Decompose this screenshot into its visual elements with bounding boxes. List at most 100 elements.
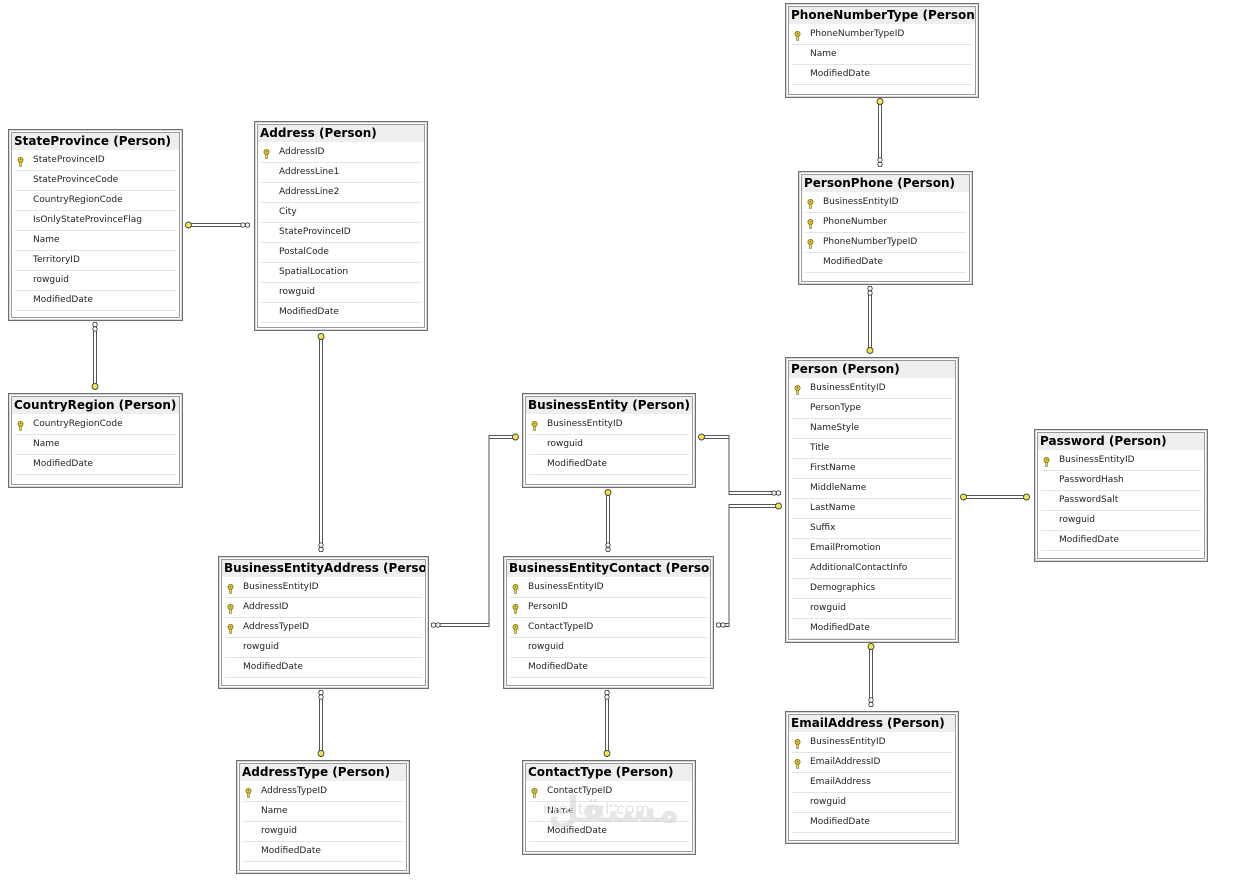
column-row[interactable]: AddressLine1 bbox=[261, 163, 421, 183]
column-row[interactable]: BusinessEntityID bbox=[529, 415, 689, 435]
column-row[interactable]: PhoneNumber bbox=[805, 213, 966, 233]
column-row[interactable]: BusinessEntityID bbox=[792, 379, 952, 399]
column-row[interactable]: Name bbox=[529, 802, 689, 822]
column-name: PhoneNumberTypeID bbox=[823, 237, 918, 247]
column-row[interactable]: LastName bbox=[792, 499, 952, 519]
column-row[interactable]: rowguid bbox=[792, 793, 952, 813]
column-row[interactable]: rowguid bbox=[15, 271, 176, 291]
column-row[interactable]: ContactTypeID bbox=[510, 618, 707, 638]
column-row[interactable]: ModifiedDate bbox=[805, 253, 966, 273]
column-row[interactable]: StateProvinceCode bbox=[15, 171, 176, 191]
column-row[interactable]: NameStyle bbox=[792, 419, 952, 439]
column-row[interactable]: PhoneNumberTypeID bbox=[805, 233, 966, 253]
column-row[interactable]: IsOnlyStateProvinceFlag bbox=[15, 211, 176, 231]
column-row[interactable]: BusinessEntityID bbox=[792, 733, 952, 753]
table-businessentitycontact[interactable]: BusinessEntityContact (Person)BusinessEn… bbox=[503, 556, 714, 689]
column-row[interactable]: ModifiedDate bbox=[792, 65, 972, 85]
table-businessentityaddress[interactable]: BusinessEntityAddress (Person)BusinessEn… bbox=[218, 556, 429, 689]
column-name: ModifiedDate bbox=[810, 623, 870, 633]
table-title: BusinessEntityContact (Person) bbox=[507, 560, 710, 577]
column-row[interactable]: rowguid bbox=[225, 638, 422, 658]
column-row[interactable]: AddressID bbox=[225, 598, 422, 618]
column-row[interactable]: rowguid bbox=[792, 599, 952, 619]
column-row[interactable]: TerritoryID bbox=[15, 251, 176, 271]
column-row[interactable]: AddressID bbox=[261, 143, 421, 163]
column-row[interactable]: EmailAddress bbox=[792, 773, 952, 793]
column-row[interactable]: BusinessEntityID bbox=[510, 578, 707, 598]
column-row[interactable]: BusinessEntityID bbox=[1041, 451, 1201, 471]
column-row[interactable]: Title bbox=[792, 439, 952, 459]
column-name: StateProvinceID bbox=[33, 155, 105, 165]
primary-key-icon bbox=[794, 30, 801, 41]
one-end-marker bbox=[603, 750, 611, 757]
column-row[interactable]: AddressTypeID bbox=[243, 782, 403, 802]
column-row[interactable]: PersonID bbox=[510, 598, 707, 618]
column-row[interactable]: rowguid bbox=[529, 435, 689, 455]
column-row[interactable]: ModifiedDate bbox=[225, 658, 422, 678]
one-end-marker bbox=[960, 493, 967, 501]
column-name: Title bbox=[810, 443, 830, 453]
column-row[interactable]: PasswordHash bbox=[1041, 471, 1201, 491]
column-row[interactable]: ModifiedDate bbox=[792, 813, 952, 833]
column-row[interactable]: CountryRegionCode bbox=[15, 415, 176, 435]
column-row[interactable]: rowguid bbox=[510, 638, 707, 658]
column-row[interactable]: Name bbox=[792, 45, 972, 65]
column-row[interactable]: rowguid bbox=[1041, 511, 1201, 531]
column-row[interactable]: ModifiedDate bbox=[243, 842, 403, 862]
column-row[interactable]: Demographics bbox=[792, 579, 952, 599]
column-row[interactable]: ModifiedDate bbox=[510, 658, 707, 678]
column-row[interactable]: CountryRegionCode bbox=[15, 191, 176, 211]
column-row[interactable]: StateProvinceID bbox=[261, 223, 421, 243]
column-row[interactable]: EmailPromotion bbox=[792, 539, 952, 559]
column-row[interactable]: ModifiedDate bbox=[15, 291, 176, 311]
column-row[interactable]: Name bbox=[15, 231, 176, 251]
column-row[interactable]: FirstName bbox=[792, 459, 952, 479]
table-phonenumbertype[interactable]: PhoneNumberType (Person)PhoneNumberTypeI… bbox=[785, 3, 979, 98]
column-row[interactable]: ModifiedDate bbox=[529, 455, 689, 475]
column-name: rowguid bbox=[528, 642, 564, 652]
column-row[interactable]: MiddleName bbox=[792, 479, 952, 499]
column-row[interactable]: AdditionalContactInfo bbox=[792, 559, 952, 579]
column-row[interactable]: PostalCode bbox=[261, 243, 421, 263]
column-row[interactable]: StateProvinceID bbox=[15, 151, 176, 171]
column-row[interactable]: rowguid bbox=[243, 822, 403, 842]
column-row[interactable]: Name bbox=[243, 802, 403, 822]
column-row[interactable]: ModifiedDate bbox=[792, 619, 952, 639]
column-row[interactable]: PasswordSalt bbox=[1041, 491, 1201, 511]
column-row[interactable]: BusinessEntityID bbox=[225, 578, 422, 598]
column-row[interactable]: ModifiedDate bbox=[529, 822, 689, 842]
column-row[interactable]: AddressLine2 bbox=[261, 183, 421, 203]
column-row[interactable]: ModifiedDate bbox=[1041, 531, 1201, 551]
column-row[interactable]: PersonType bbox=[792, 399, 952, 419]
column-row[interactable]: rowguid bbox=[261, 283, 421, 303]
column-name: ContactTypeID bbox=[547, 786, 613, 796]
column-row[interactable]: BusinessEntityID bbox=[805, 193, 966, 213]
column-row[interactable]: PhoneNumberTypeID bbox=[792, 25, 972, 45]
column-row[interactable]: Name bbox=[15, 435, 176, 455]
many-end-marker bbox=[92, 326, 98, 332]
column-name: EmailAddressID bbox=[810, 757, 881, 767]
primary-key-icon bbox=[263, 148, 270, 159]
column-row[interactable]: AddressTypeID bbox=[225, 618, 422, 638]
many-end-marker bbox=[435, 622, 441, 628]
column-row[interactable]: Suffix bbox=[792, 519, 952, 539]
column-name: EmailPromotion bbox=[810, 543, 881, 553]
column-row[interactable]: ModifiedDate bbox=[261, 303, 421, 323]
column-row[interactable]: EmailAddressID bbox=[792, 753, 952, 773]
column-row[interactable]: City bbox=[261, 203, 421, 223]
column-row[interactable]: ContactTypeID bbox=[529, 782, 689, 802]
column-row[interactable]: ModifiedDate bbox=[15, 455, 176, 475]
column-row[interactable]: SpatialLocation bbox=[261, 263, 421, 283]
